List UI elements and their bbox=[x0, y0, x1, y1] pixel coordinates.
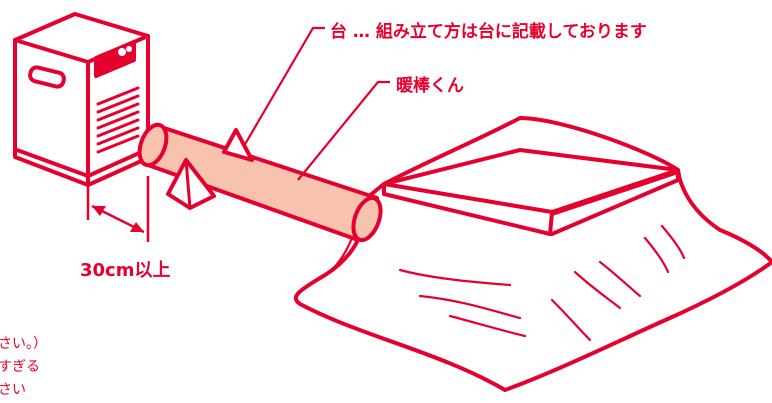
heater-control-panel bbox=[94, 40, 136, 78]
stand-left bbox=[166, 158, 216, 210]
stand-label: 台 … 組み立て方は台に記載しております bbox=[330, 22, 647, 42]
leader-lines bbox=[243, 26, 390, 181]
note-line-1: さい。） bbox=[0, 336, 47, 352]
leader-line-stand bbox=[243, 26, 325, 147]
leader-line-tube bbox=[297, 80, 390, 181]
kotatsu bbox=[293, 116, 772, 392]
tube-label: 暖棒くん bbox=[396, 76, 464, 96]
tube-end-right bbox=[351, 195, 383, 243]
heater bbox=[13, 12, 150, 187]
distance-label: 30cm以上 bbox=[80, 260, 171, 281]
note-line-3: さい bbox=[0, 382, 26, 398]
tube-end-left bbox=[137, 122, 169, 168]
distance-dimension bbox=[86, 160, 150, 242]
note-line-2: すぎる bbox=[0, 359, 40, 375]
heater-vent bbox=[96, 86, 140, 154]
